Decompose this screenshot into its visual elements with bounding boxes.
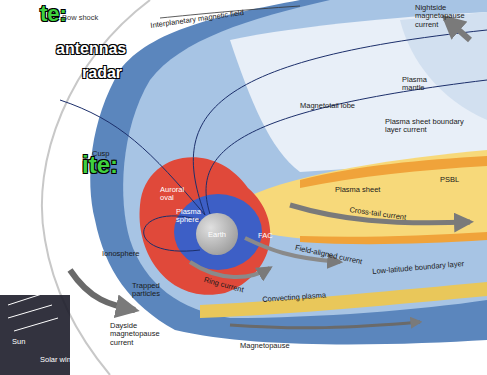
region-label: Ionosphere — [102, 250, 140, 258]
region-label: Magnetotail lobe — [300, 102, 355, 110]
field-line — [206, 80, 487, 214]
current-arrow — [445, 18, 470, 40]
slide-text: radar — [82, 64, 122, 82]
earth-label: Earth — [208, 230, 226, 239]
region-label: Plasma sheet — [335, 186, 380, 194]
region-label: Cusp — [92, 150, 110, 158]
region-label: Magnetopause — [240, 342, 290, 350]
current-arrow — [70, 270, 135, 310]
region-label: Bow shock — [62, 14, 98, 22]
field-line — [193, 30, 487, 215]
magnetopause-surface — [90, 0, 487, 344]
region-label: PSBL — [440, 176, 459, 184]
current-arrow — [290, 205, 470, 223]
field-line — [60, 100, 205, 215]
region-label: Auroral oval — [160, 186, 190, 203]
region-label: Trapped particles — [132, 282, 182, 299]
current-arrow — [230, 322, 420, 328]
current-label: Dayside magnetopause current — [110, 322, 170, 347]
plasmasphere — [174, 194, 262, 270]
region-label: Sun — [12, 338, 25, 346]
magnetotail-lobe — [230, 12, 487, 172]
magnetosheath-inner — [123, 0, 487, 318]
slide-text: antennas — [56, 40, 126, 58]
region-label: Solar wind — [40, 356, 75, 364]
plasma-sheet — [245, 150, 487, 241]
current-arrow — [190, 262, 270, 277]
earth-globe: Earth — [196, 213, 238, 255]
plasma-mantle — [400, 12, 487, 120]
current-label: Nightside magnetopause current — [415, 4, 475, 29]
current-label: Plasma sheet boundary layer current — [385, 118, 465, 135]
psbl — [300, 156, 487, 188]
psbl — [300, 232, 487, 244]
solar-wind-arrows — [8, 292, 58, 331]
current-label: FAC — [258, 232, 273, 240]
trapped-region — [140, 157, 271, 295]
region-label: Plasma mantle — [402, 76, 442, 93]
